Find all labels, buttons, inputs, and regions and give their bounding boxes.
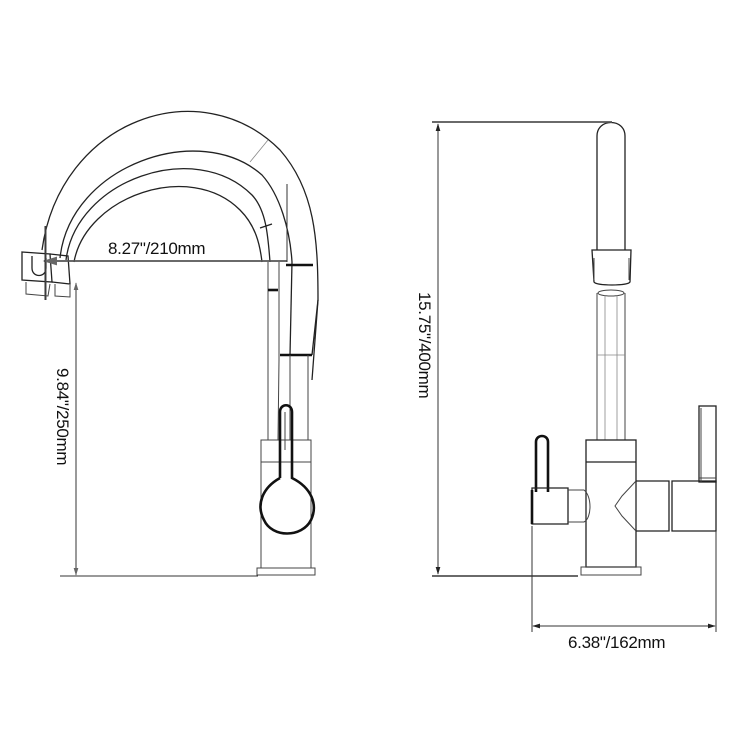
total-height-label: 15.75"/400mm xyxy=(415,292,434,399)
spout-reach-label: 8.27"/210mm xyxy=(108,239,206,258)
total-width-label: 6.38"/162mm xyxy=(568,633,666,652)
height-dimension-left xyxy=(60,282,258,577)
spout-height-label: 9.84"/250mm xyxy=(53,368,72,466)
height-dimension-right xyxy=(432,121,612,577)
side-view-faucet xyxy=(21,110,319,576)
front-view-faucet xyxy=(530,121,717,576)
reach-dimension xyxy=(42,184,288,300)
width-dimension xyxy=(531,526,717,632)
